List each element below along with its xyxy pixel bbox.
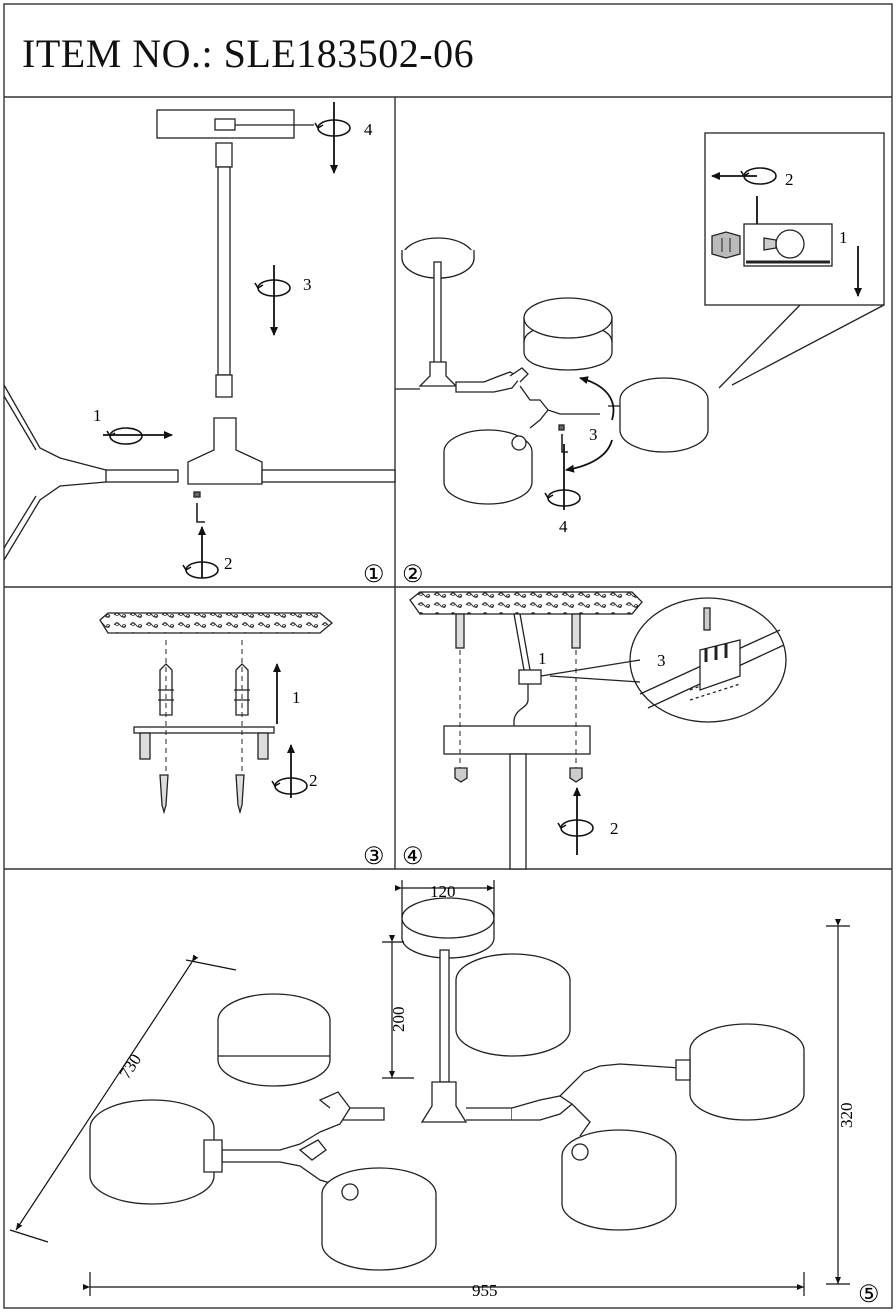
p2-label-4: 4: [559, 517, 568, 536]
step-marker-4: ④: [402, 844, 424, 870]
panel-step-4: [409, 591, 787, 870]
p4-label-1: 1: [538, 649, 547, 668]
terminal-block-icon: [518, 669, 542, 685]
item-number-title: ITEM NO.: SLE183502-06: [22, 31, 475, 76]
bulb-icon: [775, 229, 805, 259]
p3-label-1: 1: [292, 688, 301, 707]
p1-label-1: 1: [93, 406, 102, 425]
dim-diagonal-span: 730: [115, 1050, 145, 1082]
panel-2-arrows: [544, 167, 862, 510]
step-marker-3: ③: [363, 844, 385, 870]
p1-label-2: 2: [224, 554, 233, 573]
dimension-lines: [9, 880, 850, 1296]
step-marker-5: ⑤: [858, 1282, 880, 1308]
p2-label-1: 1: [839, 228, 848, 247]
p1-label-3: 3: [303, 275, 312, 294]
dim-total-width: 955: [472, 1281, 498, 1300]
panel-step-2: [395, 132, 885, 505]
p2-label-3: 3: [589, 425, 598, 444]
p1-label-4: 4: [364, 120, 373, 139]
frame: [3, 3, 893, 1309]
panel-1-arrows: [103, 102, 351, 579]
panel-3-arrows: [271, 663, 308, 798]
dim-canopy-width: 120: [430, 882, 456, 901]
step-marker-1: ①: [363, 562, 385, 588]
step-marker-2: ②: [402, 562, 424, 588]
panel-step-1: [3, 109, 396, 561]
p3-label-2: 2: [309, 771, 318, 790]
p2-label-2: 2: [785, 170, 794, 189]
dim-drop-height: 200: [389, 1007, 408, 1033]
panel-4-arrows: [557, 787, 594, 855]
panel-step-3: [99, 612, 334, 815]
screw-icon: [139, 732, 151, 760]
dim-total-height: 320: [837, 1103, 856, 1129]
panel-dimensions: [89, 897, 805, 1271]
p4-label-2: 2: [610, 819, 619, 838]
p4-label-3: 3: [657, 651, 666, 670]
